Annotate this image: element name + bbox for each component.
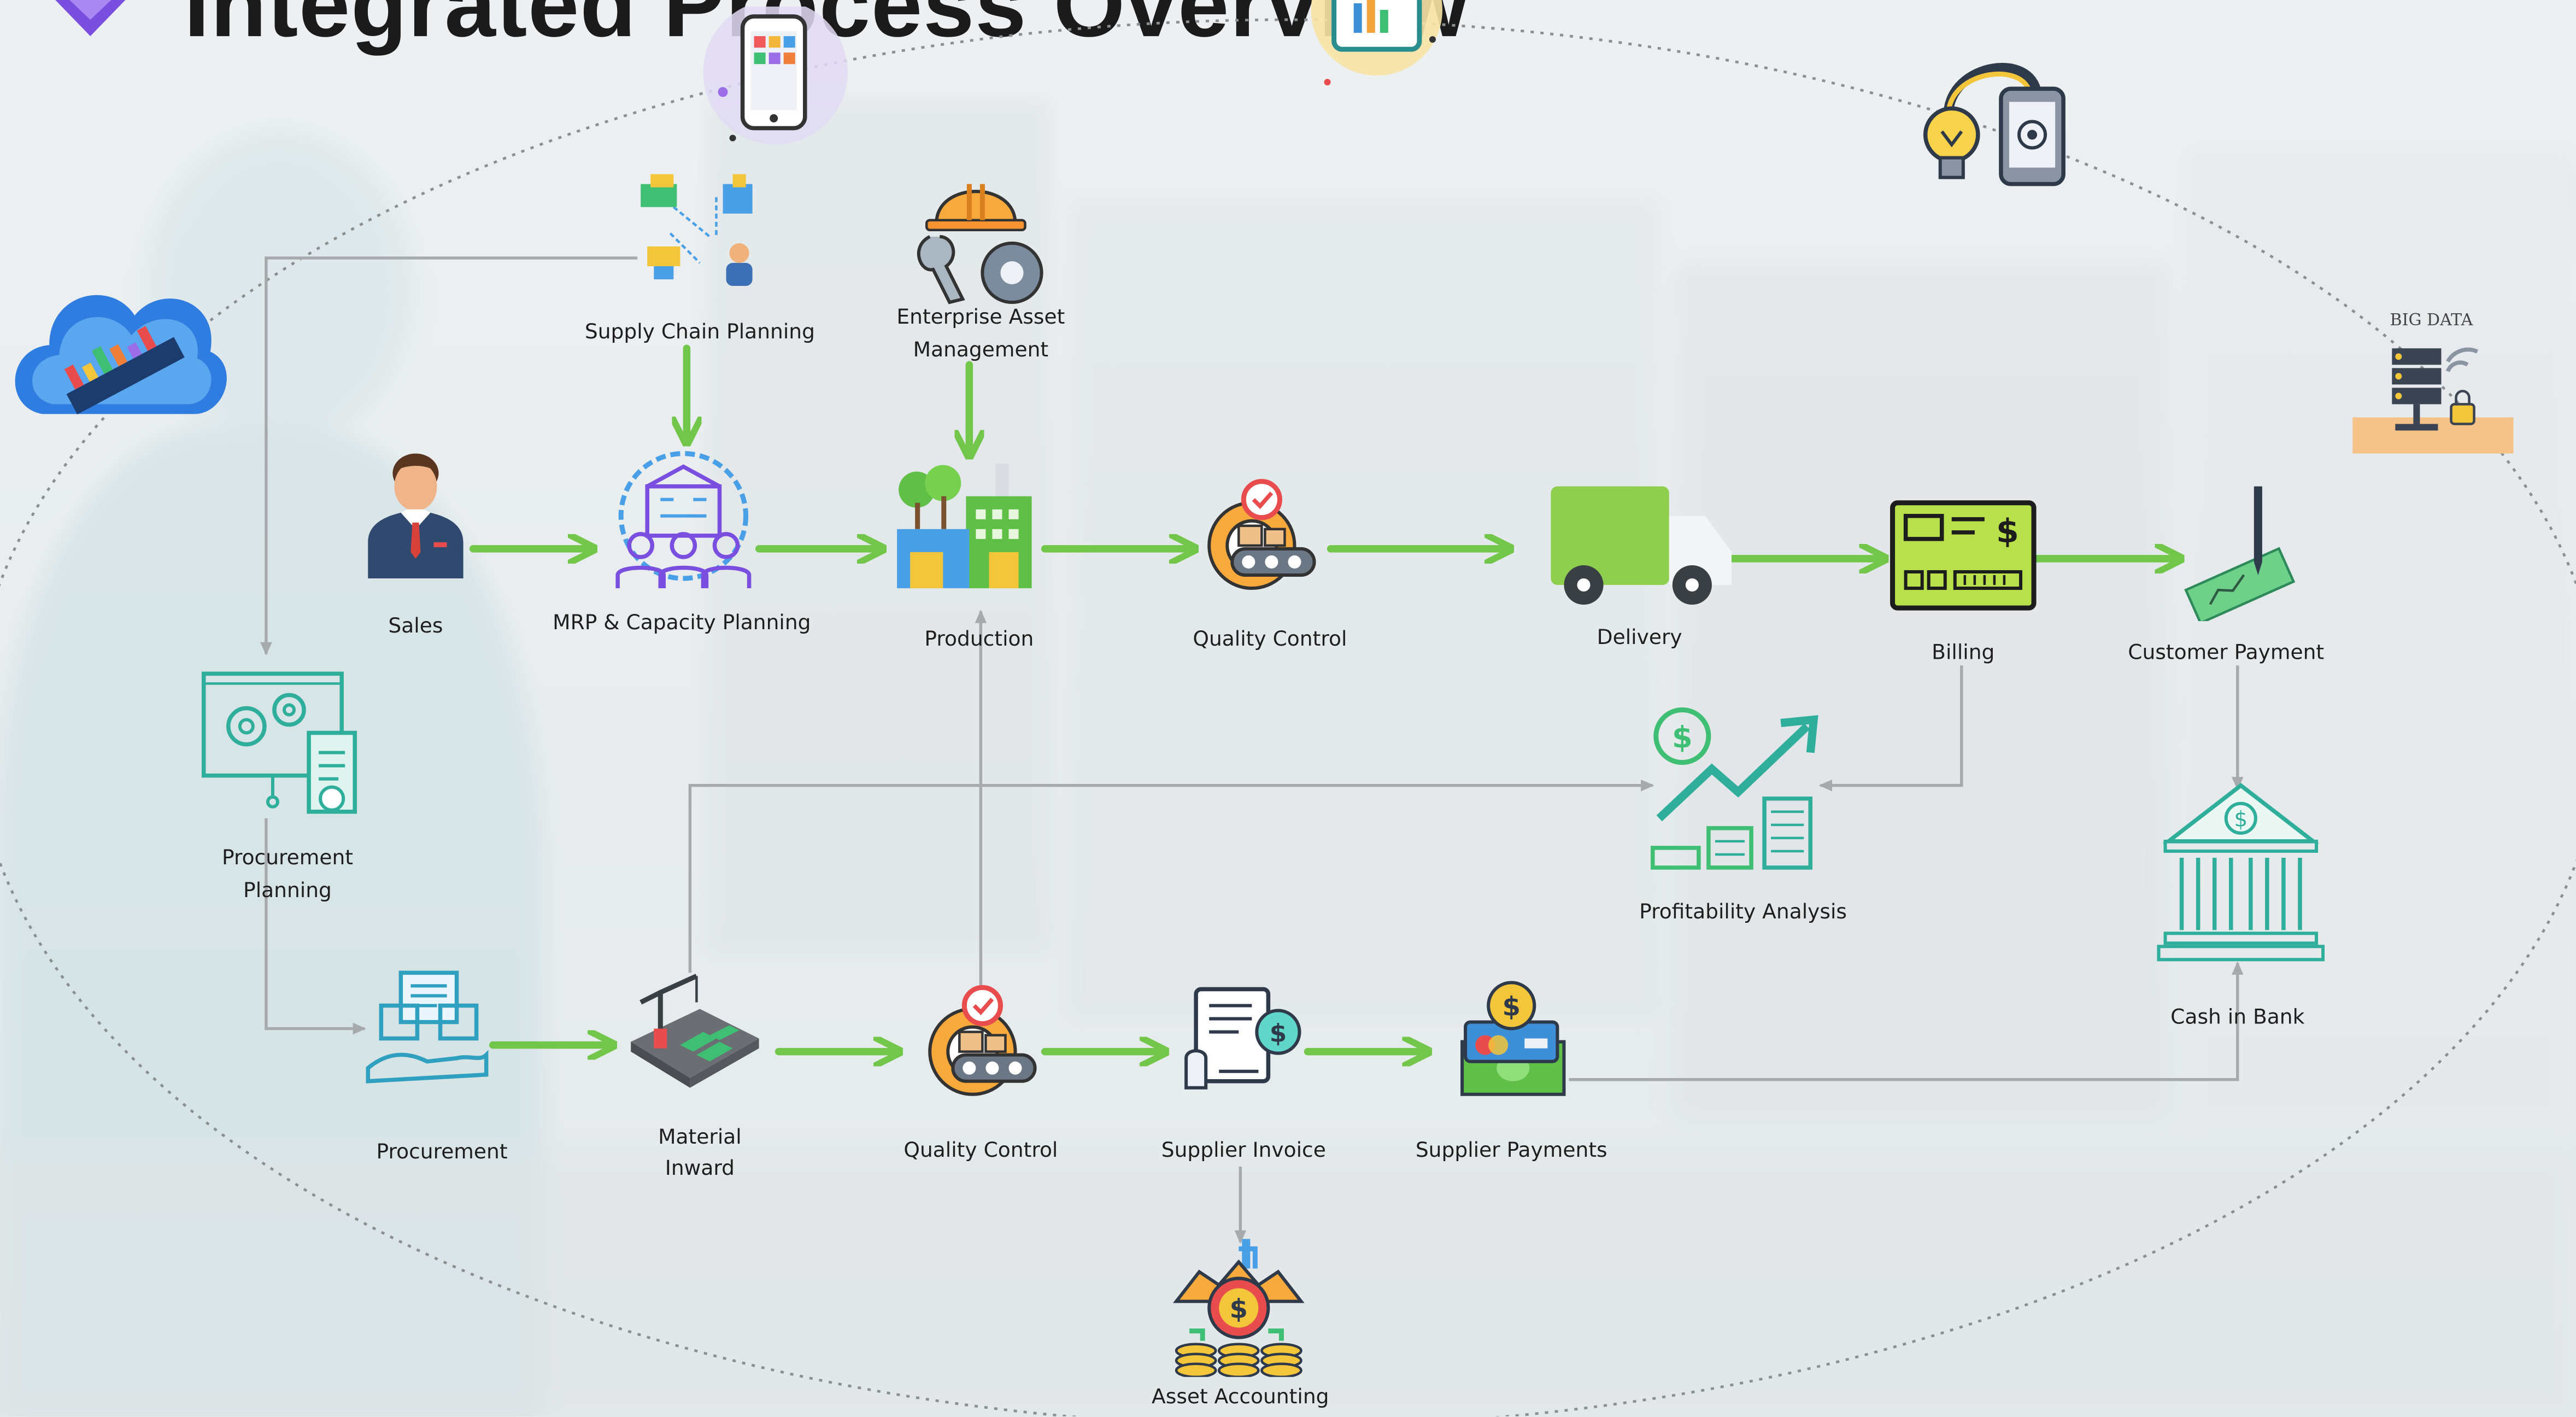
label-supplier-payments: Supplier Payments [1415,1137,1607,1162]
big-data-label: BIG DATA [2390,312,2473,331]
production-factory-icon [894,460,1038,603]
label-material-inward-line1: Material [658,1123,742,1149]
label-customer-payment: Customer Payment [2128,639,2325,664]
label-eam-line2: Management [913,337,1049,362]
profitability-analysis-icon: $ [1646,703,1824,882]
label-sales: Sales [388,613,443,638]
svg-text:$: $ [2234,807,2248,832]
procurement-icon [365,966,492,1096]
label-material-inward-line2: Inward [665,1155,735,1180]
dashboard-chart-icon [1308,0,1449,100]
connector-scp-to-procplanning [260,256,638,655]
label-quality-control-bottom: Quality Control [903,1137,1058,1162]
label-procurement: Procurement [376,1138,508,1164]
label-supplier-invoice: Supplier Invoice [1161,1137,1326,1162]
cloud-servers-icon [10,250,233,455]
label-eam-line1: Enterprise Asset [896,304,1065,329]
svg-text:$: $ [1230,1294,1248,1325]
quality-control-bottom-icon [917,982,1048,1109]
connector-procplanning-to-procurement [265,818,366,1035]
connector-billing-to-profitability [1818,665,1963,792]
label-asset-accounting: Asset Accounting [1152,1383,1329,1408]
title-logo-icon [33,0,148,48]
label-supply-chain-planning: Supply Chain Planning [584,319,815,344]
label-production: Production [924,626,1034,651]
mrp-capacity-icon [608,450,759,604]
svg-text:$: $ [1996,512,2019,551]
svg-text:$: $ [1672,721,1693,755]
label-procurement-planning-line1: Procurement [221,844,354,870]
iot-lightbulb-phone-icon [1922,49,2074,199]
billing-card-icon: $ [1890,500,2038,619]
connector-material-to-profitability [688,779,1654,973]
quality-control-top-icon [1196,477,1327,603]
supplier-invoice-icon: $ [1180,982,1307,1112]
procurement-planning-icon [197,667,365,823]
svg-text:$: $ [1503,992,1521,1022]
material-inward-icon [624,969,762,1099]
supplier-payments-icon: $ [1456,979,1574,1109]
customer-payment-icon [2182,483,2297,630]
enterprise-asset-icon [910,165,1055,314]
label-cash-in-bank: Cash in Bank [2170,1004,2305,1029]
label-procurement-planning-line2: Planning [243,877,332,903]
big-data-server-icon [2352,338,2514,465]
label-mrp-capacity: MRP & Capacity Planning [553,610,811,635]
mobile-phone-icon [700,0,851,153]
label-billing: Billing [1932,639,1995,664]
sales-person-icon [365,450,466,593]
delivery-truck-icon [1547,483,1735,619]
asset-accounting-icon: $ [1170,1236,1307,1385]
label-delivery: Delivery [1597,624,1682,649]
supply-chain-planning-icon [637,171,762,301]
label-profitability-analysis: Profitability Analysis [1639,899,1847,924]
label-quality-control-top: Quality Control [1193,626,1347,651]
cash-in-bank-icon: $ [2155,779,2326,978]
svg-text:$: $ [1270,1019,1287,1048]
connector-payments-to-cash [1569,961,2244,1081]
boundary-ellipse [0,19,2576,1416]
